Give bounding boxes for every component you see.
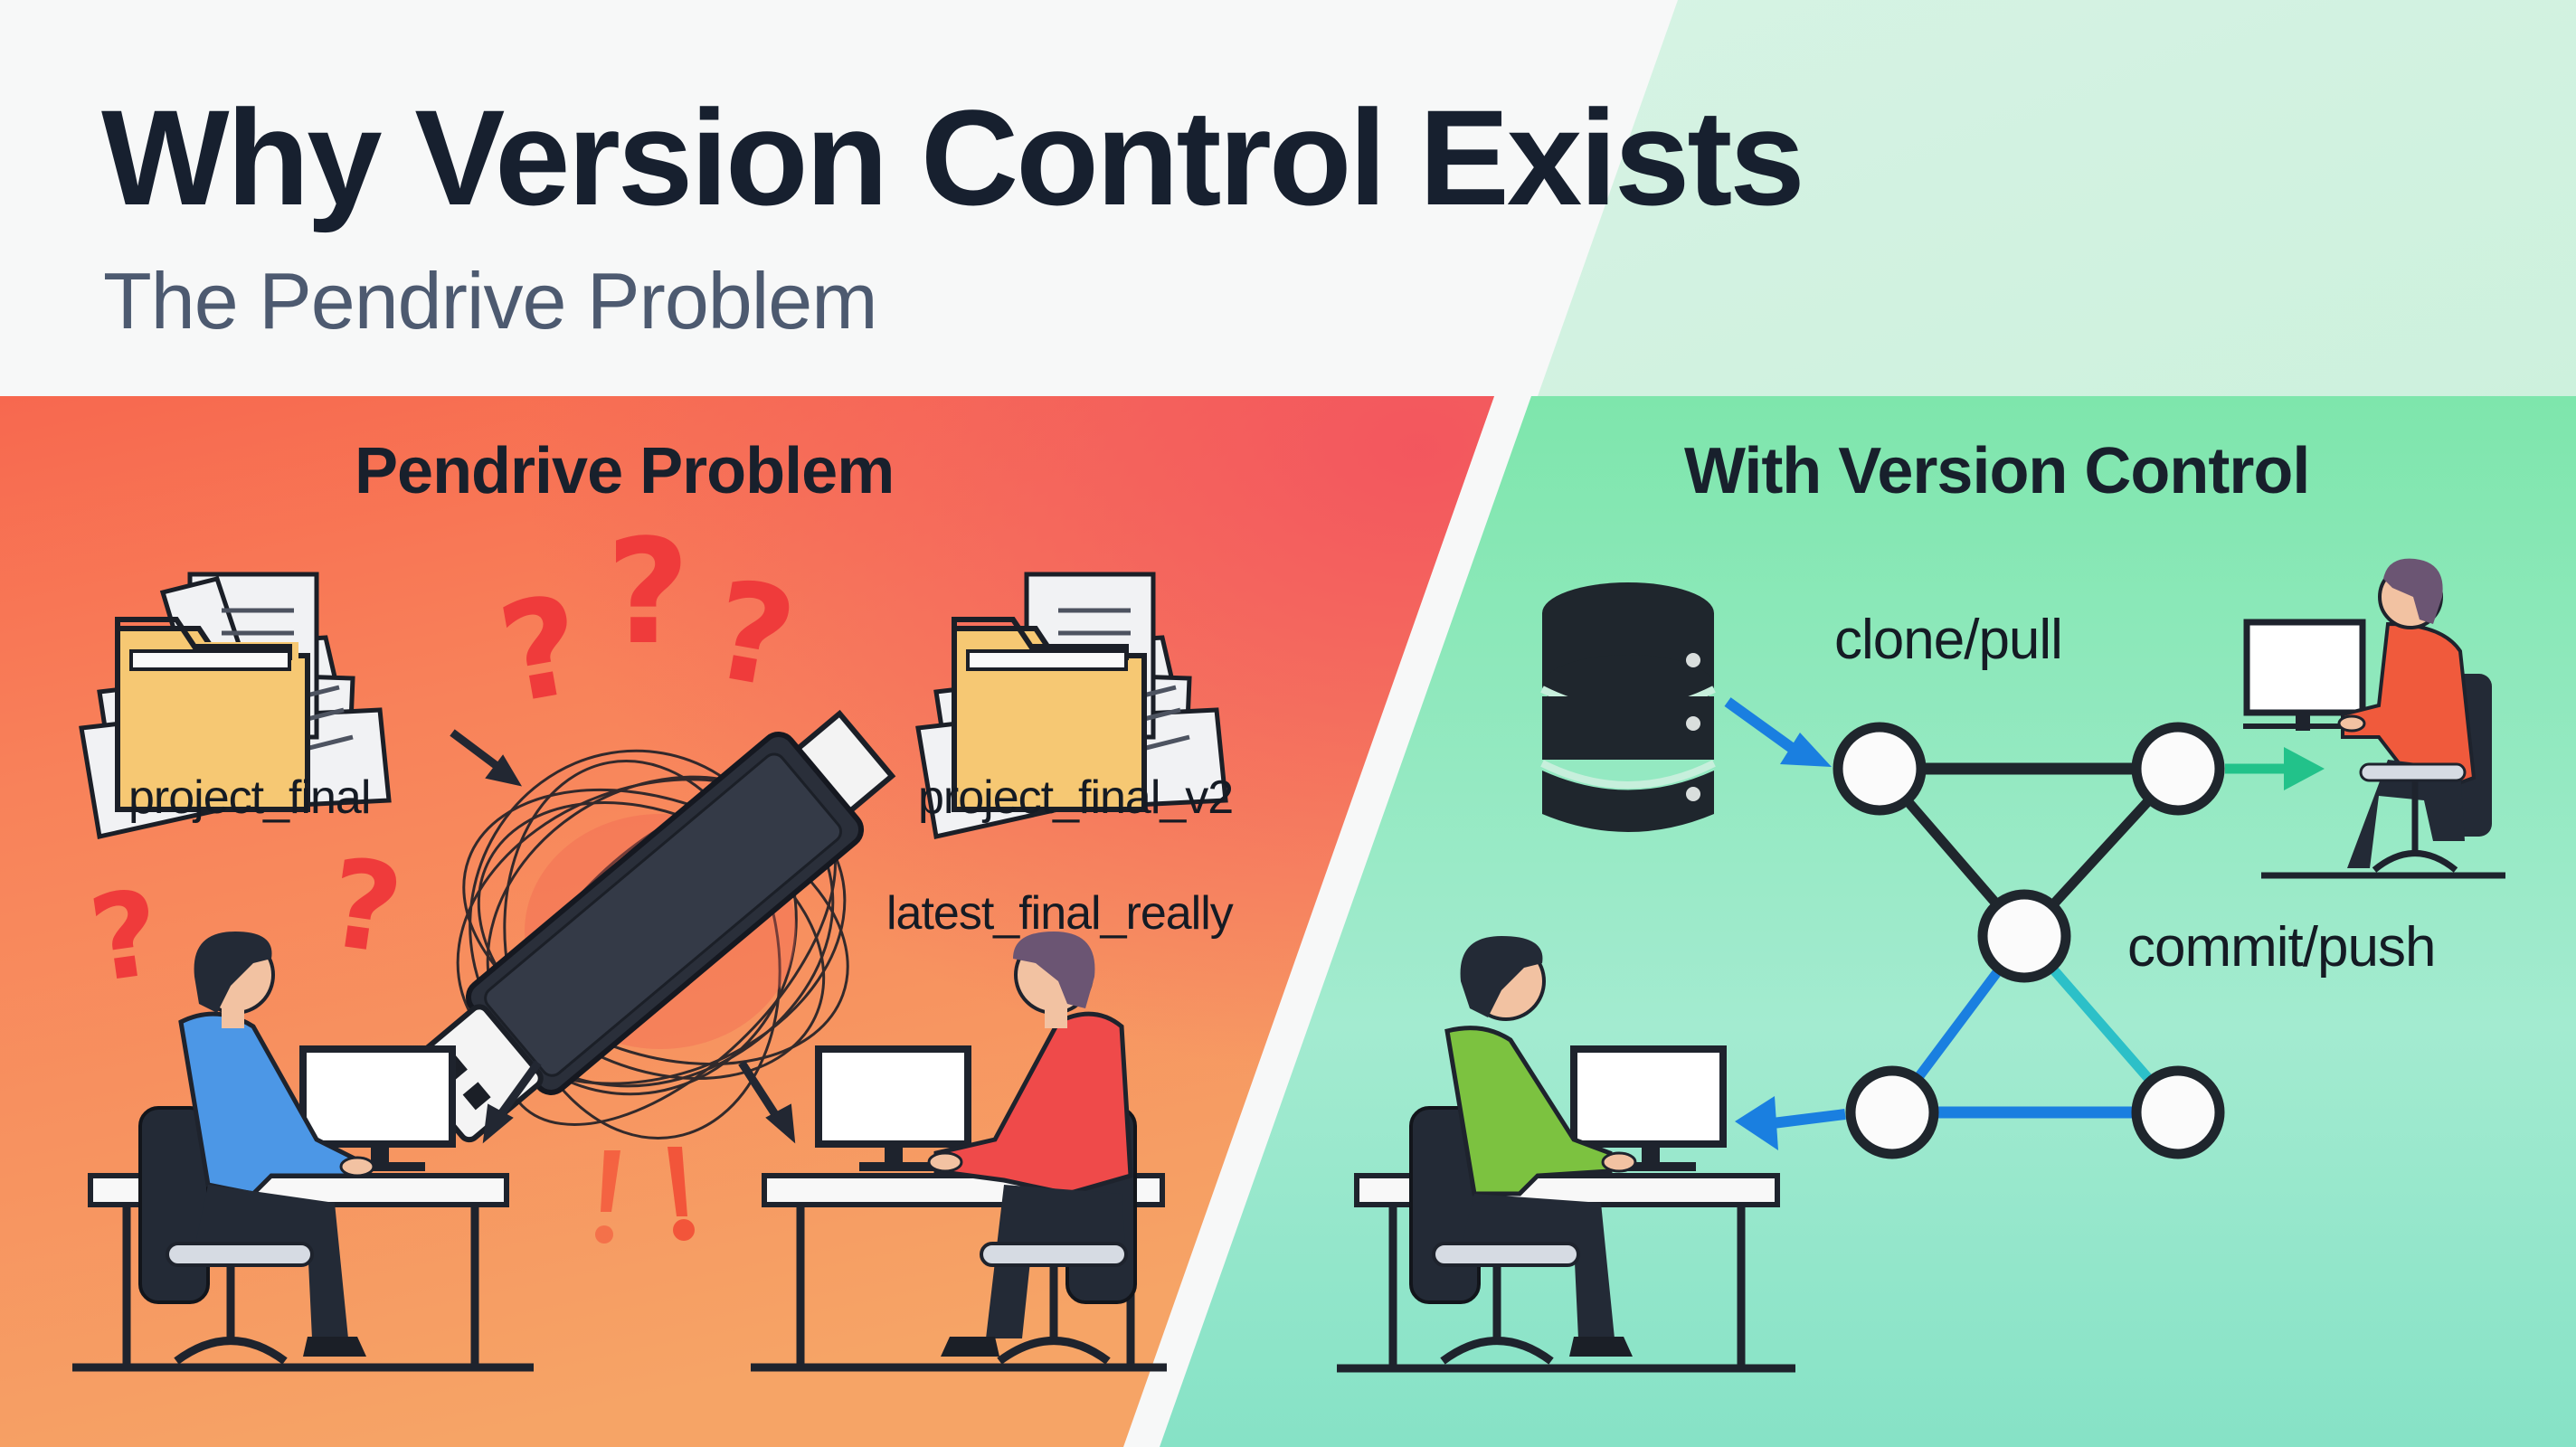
exclamation-icons <box>595 1147 695 1244</box>
folder-with-papers-icon <box>915 572 1228 840</box>
database-server-icon <box>1540 582 1716 832</box>
folder-with-papers-icon <box>79 572 392 840</box>
file-label-project-final-v2: project_final_v2 <box>918 771 1234 824</box>
person-at-desk-blue <box>72 932 534 1372</box>
file-label-project-final: project_final <box>128 771 371 824</box>
clone-pull-arrow <box>1724 697 1832 767</box>
clone-pull-label: clone/pull <box>1834 609 2063 671</box>
file-label-latest-final-really: latest_final_really <box>886 887 1234 940</box>
page-title: Why Version Control Exists <box>101 81 1805 233</box>
right-panel-title: With Version Control <box>1684 435 2310 507</box>
left-panel-title: Pendrive Problem <box>355 435 895 507</box>
question-mark-icons: ? ? ? ? ? <box>82 507 806 1009</box>
svg-text:?: ? <box>606 507 690 676</box>
person-at-desk-red <box>751 932 1167 1372</box>
push-to-developer-arrow <box>2225 747 2325 790</box>
pull-to-developer-arrow <box>1735 1096 1846 1150</box>
person-at-desk-green <box>1337 936 1795 1373</box>
person-at-desk-orange <box>2243 558 2505 879</box>
usb-pendrive-icon <box>404 709 896 1143</box>
arrow-icons <box>450 729 796 1144</box>
commit-push-label: commit/push <box>2127 916 2436 979</box>
commit-nodes <box>1833 722 2225 1159</box>
page-subtitle: The Pendrive Problem <box>103 256 878 345</box>
